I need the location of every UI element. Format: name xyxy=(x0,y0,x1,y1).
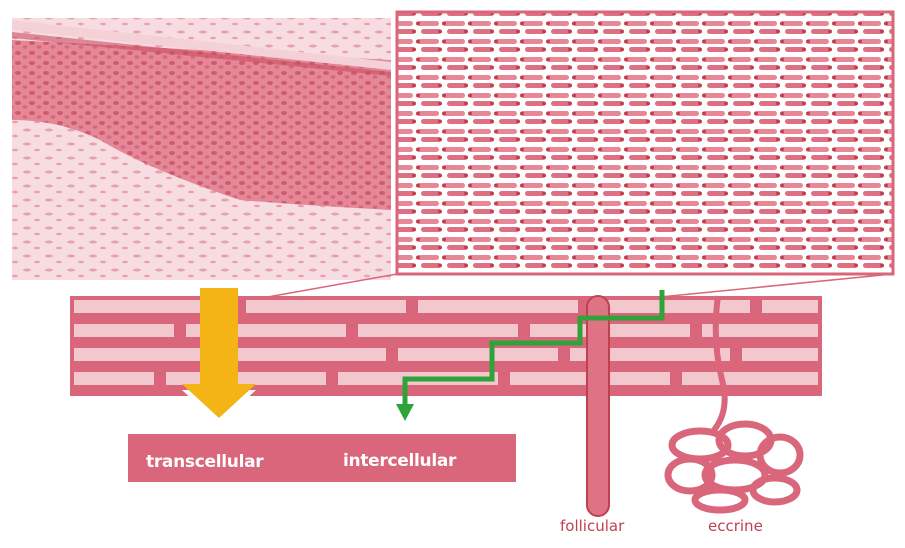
corneocyte-brick xyxy=(398,348,558,361)
transcellular-label: transcellular xyxy=(146,452,263,472)
corneocyte-brick xyxy=(74,348,214,361)
corneocyte-brick xyxy=(166,372,326,385)
corneocyte-brick xyxy=(74,324,174,337)
corneocyte-brick xyxy=(702,324,818,337)
corneocyte-brick xyxy=(74,372,154,385)
corneocyte-brick xyxy=(246,300,406,313)
intercellular-label: intercellular xyxy=(343,451,456,471)
corneocyte-brick xyxy=(226,348,386,361)
corneocyte-brick xyxy=(682,372,818,385)
eccrine-label: eccrine xyxy=(708,517,763,535)
zoom-line-right xyxy=(650,274,893,298)
histology-micrograph xyxy=(12,18,391,280)
follicular-label: follicular xyxy=(560,517,624,535)
corneocyte-brick xyxy=(742,348,818,361)
corneocyte-brick xyxy=(762,300,818,313)
hair-follicle xyxy=(587,296,609,516)
corneocyte-brick xyxy=(418,300,578,313)
corneocyte-brick xyxy=(358,324,518,337)
corneocyte-brick xyxy=(590,300,750,313)
lipid-lamellae-panel xyxy=(397,12,893,274)
